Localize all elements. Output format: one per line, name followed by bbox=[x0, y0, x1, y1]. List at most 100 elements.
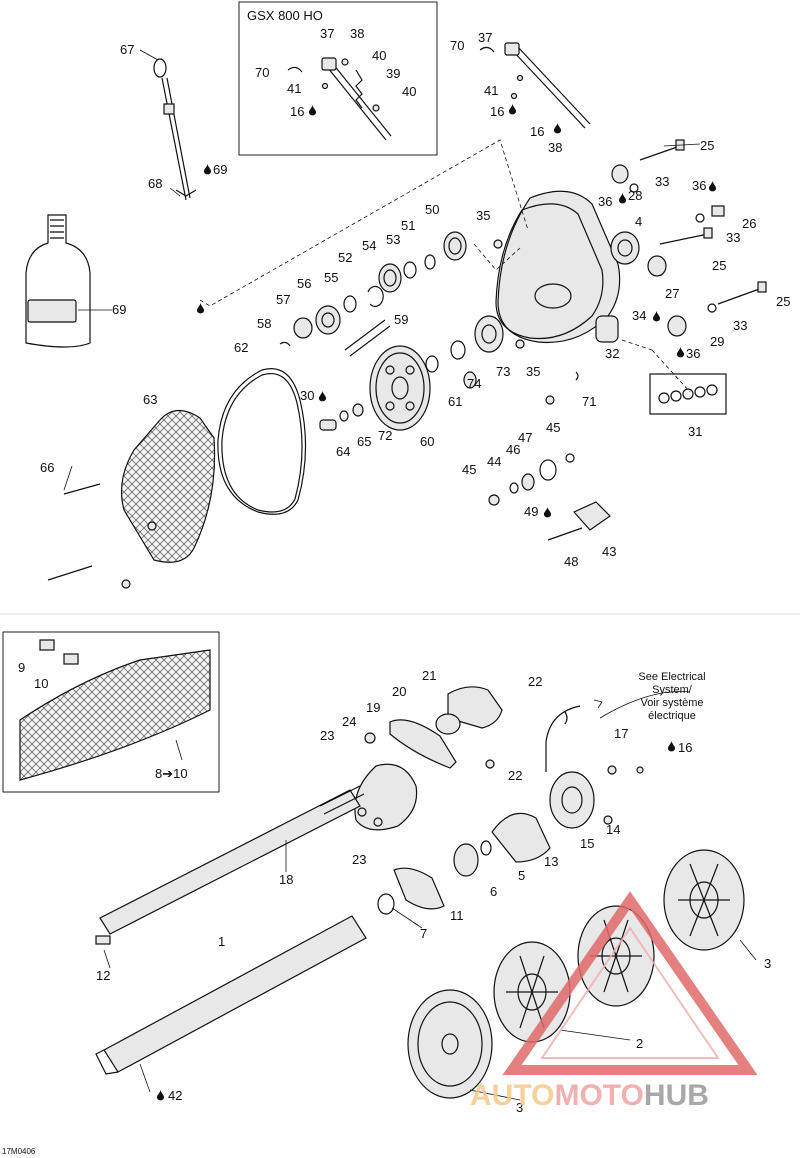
note-line-3: Voir système bbox=[641, 697, 704, 709]
idler-wheel bbox=[407, 989, 493, 1099]
label-72: 72 bbox=[378, 428, 392, 443]
oil-drop-icon bbox=[203, 163, 212, 175]
label-22-a: 22 bbox=[528, 674, 542, 689]
label-46: 46 bbox=[506, 442, 520, 457]
label-27: 27 bbox=[665, 286, 679, 301]
oil-drop-icon bbox=[553, 122, 562, 134]
label-3-a: 3 bbox=[764, 956, 771, 971]
watermark-auto: AUTO bbox=[470, 1079, 554, 1112]
label-36-b: 36 bbox=[692, 178, 706, 193]
oil-drop-icon bbox=[618, 192, 627, 204]
label-30: 30 bbox=[300, 388, 314, 403]
label-22-b: 22 bbox=[508, 768, 522, 783]
chaincase-cover bbox=[47, 409, 216, 589]
oil-drop-icon bbox=[543, 506, 552, 518]
gsx-800-ho-inset: GSX 800 HO bbox=[238, 1, 438, 156]
label-71: 71 bbox=[582, 394, 596, 409]
label-51: 51 bbox=[401, 218, 415, 233]
bearing-housings bbox=[354, 686, 644, 915]
label-54: 54 bbox=[362, 238, 376, 253]
shift-rod-assembly bbox=[479, 42, 591, 129]
label-63: 63 bbox=[143, 392, 157, 407]
label-52: 52 bbox=[338, 250, 352, 265]
label-74: 74 bbox=[467, 376, 481, 391]
oil-drop-icon bbox=[508, 103, 517, 115]
oil-drop-icon bbox=[676, 346, 685, 358]
label-53: 53 bbox=[386, 232, 400, 247]
right-fasteners bbox=[611, 139, 767, 415]
label-15: 15 bbox=[580, 836, 594, 851]
label-17: 17 bbox=[614, 726, 628, 741]
label-64: 64 bbox=[336, 444, 350, 459]
gsx-inset-frame bbox=[238, 1, 438, 156]
label-69-b: 69 bbox=[112, 302, 126, 317]
part-labels: 37 38 40 39 40 70 41 16 70 37 41 16 16 3… bbox=[18, 26, 790, 1115]
label-56: 56 bbox=[297, 276, 311, 291]
label-12: 12 bbox=[96, 968, 110, 983]
label-9: 9 bbox=[18, 660, 25, 675]
large-sprocket bbox=[319, 345, 431, 431]
label-23-a: 23 bbox=[320, 728, 334, 743]
label-68: 68 bbox=[148, 176, 162, 191]
upper-gear-train bbox=[279, 231, 579, 405]
label-37: 37 bbox=[478, 30, 492, 45]
label-59: 59 bbox=[394, 312, 408, 327]
label-50: 50 bbox=[425, 202, 439, 217]
label-26: 26 bbox=[742, 216, 756, 231]
oil-bottle bbox=[25, 214, 91, 348]
label-60: 60 bbox=[420, 434, 434, 449]
label-5: 5 bbox=[518, 868, 525, 883]
label-34: 34 bbox=[632, 308, 646, 323]
label-14: 14 bbox=[606, 822, 620, 837]
label-62: 62 bbox=[234, 340, 248, 355]
oil-drop-icon bbox=[318, 390, 327, 402]
leader-lines bbox=[63, 49, 757, 1101]
label-47: 47 bbox=[518, 430, 532, 445]
label-16-b: 16 bbox=[530, 124, 544, 139]
label-69-a: 69 bbox=[213, 162, 227, 177]
label-55: 55 bbox=[324, 270, 338, 285]
image-reference: 17M0406 bbox=[2, 1147, 36, 1156]
track-inset bbox=[2, 631, 220, 793]
label-43: 43 bbox=[602, 544, 616, 559]
chaincase-housing bbox=[495, 190, 640, 344]
label-gsx-70: 70 bbox=[255, 65, 269, 80]
label-42: 42 bbox=[168, 1088, 182, 1103]
label-33-c: 33 bbox=[733, 318, 747, 333]
label-gsx-16: 16 bbox=[290, 104, 304, 119]
watermark-hub: HUB bbox=[644, 1079, 709, 1112]
label-67: 67 bbox=[120, 42, 134, 57]
note-line-4: électrique bbox=[648, 710, 696, 722]
drive-sprocket-near bbox=[493, 941, 571, 1043]
label-gsx-38: 38 bbox=[350, 26, 364, 41]
note-line-2: System/ bbox=[652, 684, 693, 696]
label-7: 7 bbox=[420, 926, 427, 941]
label-48: 48 bbox=[564, 554, 578, 569]
label-1: 1 bbox=[218, 934, 225, 949]
oil-drop-icon bbox=[308, 104, 317, 116]
label-45-b: 45 bbox=[462, 462, 476, 477]
label-gsx-37: 37 bbox=[320, 26, 334, 41]
label-33-a: 33 bbox=[655, 174, 669, 189]
label-gsx-39: 39 bbox=[386, 66, 400, 81]
oil-drop-icon bbox=[652, 310, 661, 322]
label-58: 58 bbox=[257, 316, 271, 331]
label-19: 19 bbox=[366, 700, 380, 715]
label-29: 29 bbox=[710, 334, 724, 349]
tensioner-assembly bbox=[488, 453, 611, 541]
label-41: 41 bbox=[484, 83, 498, 98]
label-44: 44 bbox=[487, 454, 501, 469]
label-18: 18 bbox=[279, 872, 293, 887]
electrical-note: See Electrical System/ Voir système élec… bbox=[638, 671, 705, 722]
note-line-1: See Electrical bbox=[638, 671, 705, 683]
watermark-triangle-logo bbox=[502, 891, 758, 1075]
cover-gasket bbox=[217, 368, 307, 515]
label-11: 11 bbox=[450, 908, 464, 923]
label-10: 10 bbox=[34, 676, 48, 691]
label-33-b: 33 bbox=[726, 230, 740, 245]
label-21: 21 bbox=[422, 668, 436, 683]
label-65: 65 bbox=[357, 434, 371, 449]
label-35-a: 35 bbox=[476, 208, 490, 223]
oil-drop-icon bbox=[708, 180, 717, 192]
label-32: 32 bbox=[605, 346, 619, 361]
